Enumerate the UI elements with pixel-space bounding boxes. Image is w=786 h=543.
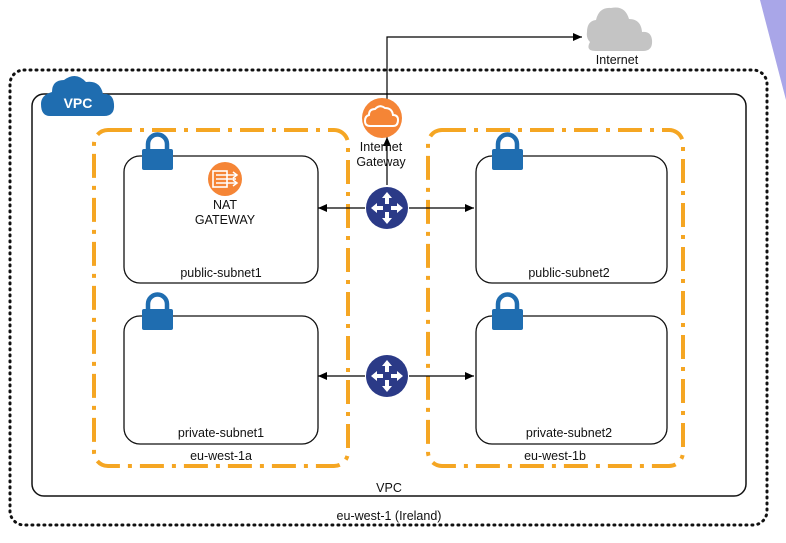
vpc-badge-label: VPC xyxy=(64,95,93,111)
nat-gateway-label-line1: NAT xyxy=(213,198,237,212)
internet-label: Internet xyxy=(596,53,639,67)
vpc-badge: VPC xyxy=(41,75,115,116)
lock-icon xyxy=(142,132,173,170)
region-label: eu-west-1 (Ireland) xyxy=(337,509,442,523)
nat-gateway-label-line2: GATEWAY xyxy=(195,213,256,227)
region-boundary xyxy=(8,68,769,527)
router-icon xyxy=(366,187,408,229)
az-b-label: eu-west-1b xyxy=(524,449,586,463)
lock-icon xyxy=(492,292,523,330)
public-subnet1-label: public-subnet1 xyxy=(180,266,261,280)
vpc-box xyxy=(31,93,747,497)
private-subnet1-label: private-subnet1 xyxy=(178,426,264,440)
internet-gateway-label-line1: Internet xyxy=(360,140,403,154)
availability-zone-b xyxy=(426,128,685,468)
igw-to-internet-link xyxy=(386,33,582,130)
cloud-icon xyxy=(586,7,653,51)
private-subnet2-label: private-subnet2 xyxy=(526,426,612,440)
az-a-label: eu-west-1a xyxy=(190,449,252,463)
internet-gateway-label-line2: Gateway xyxy=(356,155,406,169)
lock-icon xyxy=(142,292,173,330)
corner-accent xyxy=(760,0,786,100)
private-subnet2-box xyxy=(475,315,668,445)
private-subnet1-box xyxy=(123,315,319,445)
public-subnet2-box xyxy=(475,155,668,284)
availability-zone-a xyxy=(92,128,350,468)
internet-gateway-icon xyxy=(362,98,402,138)
vpc-label: VPC xyxy=(376,481,402,495)
lock-icon xyxy=(492,132,523,170)
public-subnet1-box xyxy=(123,155,319,284)
router-icon xyxy=(366,355,408,397)
nat-gateway-icon xyxy=(208,162,242,196)
public-subnet2-label: public-subnet2 xyxy=(528,266,609,280)
